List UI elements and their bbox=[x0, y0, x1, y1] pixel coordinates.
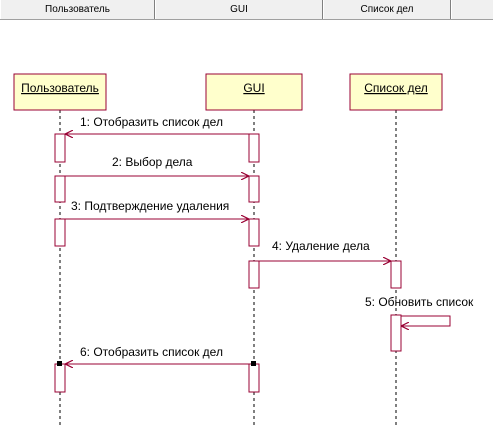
message-1[interactable]: 1: Отобразить список дел bbox=[66, 115, 249, 134]
sequence-diagram: Пользователь GUI Список дел 1: Отобразит… bbox=[13, 73, 474, 425]
actor-label-todo-list: Список дел bbox=[364, 81, 428, 95]
message-4[interactable]: 4: Удаление дела bbox=[259, 239, 390, 261]
activation-user-4 bbox=[54, 363, 66, 393]
message-3-label: 3: Подтверждение удаления bbox=[71, 199, 229, 213]
activation-gui-2 bbox=[248, 175, 260, 203]
message-2[interactable]: 2: Выбор дела bbox=[65, 155, 248, 176]
message-6[interactable]: 6: Отобразить список дел bbox=[57, 345, 256, 366]
activation-list-2 bbox=[390, 314, 402, 352]
message-6-start-marker bbox=[57, 361, 62, 366]
message-5-label: 5: Обновить список bbox=[365, 295, 474, 309]
column-header-empty bbox=[451, 0, 493, 19]
activation-list-1 bbox=[390, 260, 402, 289]
activation-user-3 bbox=[54, 218, 66, 247]
actor-label-gui: GUI bbox=[243, 81, 264, 95]
activation-gui-3 bbox=[248, 218, 260, 247]
activation-gui-4 bbox=[248, 260, 260, 289]
message-4-label: 4: Удаление дела bbox=[272, 239, 370, 253]
column-header-user[interactable]: Пользователь bbox=[0, 0, 155, 19]
actor-todo-list[interactable]: Список дел bbox=[349, 73, 443, 111]
message-5[interactable]: 5: Обновить список bbox=[365, 295, 474, 326]
column-header-todo-list[interactable]: Список дел bbox=[323, 0, 451, 19]
message-6-label: 6: Отобразить список дел bbox=[80, 345, 223, 359]
activation-gui-1 bbox=[248, 133, 260, 163]
activation-user-2 bbox=[54, 175, 66, 203]
actor-user[interactable]: Пользователь bbox=[13, 73, 107, 111]
message-2-label: 2: Выбор дела bbox=[112, 155, 193, 169]
actor-gui[interactable]: GUI bbox=[205, 73, 303, 111]
activation-gui-5 bbox=[248, 363, 260, 393]
activation-user-1 bbox=[54, 133, 66, 163]
message-1-label: 1: Отобразить список дел bbox=[80, 115, 223, 129]
actor-label-user: Пользователь bbox=[21, 81, 99, 95]
message-3[interactable]: 3: Подтверждение удаления bbox=[65, 199, 248, 219]
message-6-end-marker bbox=[251, 361, 256, 366]
column-header-gui[interactable]: GUI bbox=[155, 0, 323, 19]
column-header-bar: Пользователь GUI Список дел bbox=[0, 0, 493, 20]
